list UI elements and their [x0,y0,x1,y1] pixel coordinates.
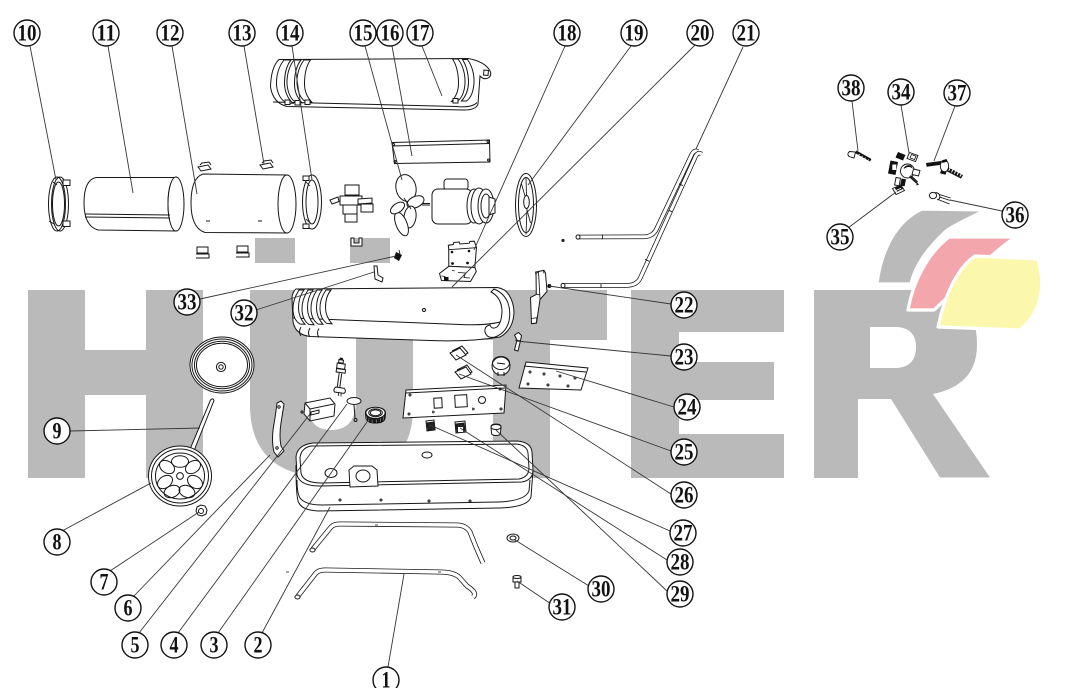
svg-text:11: 11 [97,21,116,46]
svg-text:16: 16 [381,21,400,46]
svg-text:10: 10 [18,21,37,46]
svg-text:8: 8 [53,530,62,555]
svg-text:36: 36 [1006,203,1025,228]
svg-text:17: 17 [411,21,430,46]
svg-text:26: 26 [675,483,694,508]
svg-text:32: 32 [235,301,254,326]
svg-text:14: 14 [281,21,300,46]
svg-text:28: 28 [671,550,690,575]
svg-text:24: 24 [678,395,697,420]
svg-text:30: 30 [592,577,611,602]
svg-text:31: 31 [553,595,572,620]
svg-text:37: 37 [948,81,967,106]
svg-text:15: 15 [354,21,373,46]
svg-text:20: 20 [691,21,710,46]
svg-text:35: 35 [831,225,850,250]
svg-text:6: 6 [124,596,133,621]
svg-text:33: 33 [178,290,197,315]
svg-text:21: 21 [737,21,756,46]
svg-text:29: 29 [671,582,690,607]
svg-text:25: 25 [675,440,694,465]
svg-text:22: 22 [675,293,694,318]
svg-text:19: 19 [625,21,644,46]
svg-text:1: 1 [382,668,391,688]
svg-text:9: 9 [53,419,62,444]
svg-text:2: 2 [254,633,263,658]
svg-text:7: 7 [100,570,109,595]
svg-text:18: 18 [558,21,577,46]
svg-text:4: 4 [170,633,179,658]
svg-text:13: 13 [233,21,252,46]
svg-text:3: 3 [210,633,219,658]
svg-text:38: 38 [842,76,861,101]
svg-text:34: 34 [892,80,911,105]
svg-text:12: 12 [161,21,180,46]
svg-text:5: 5 [131,633,140,658]
svg-text:27: 27 [674,521,693,546]
svg-text:23: 23 [675,345,694,370]
